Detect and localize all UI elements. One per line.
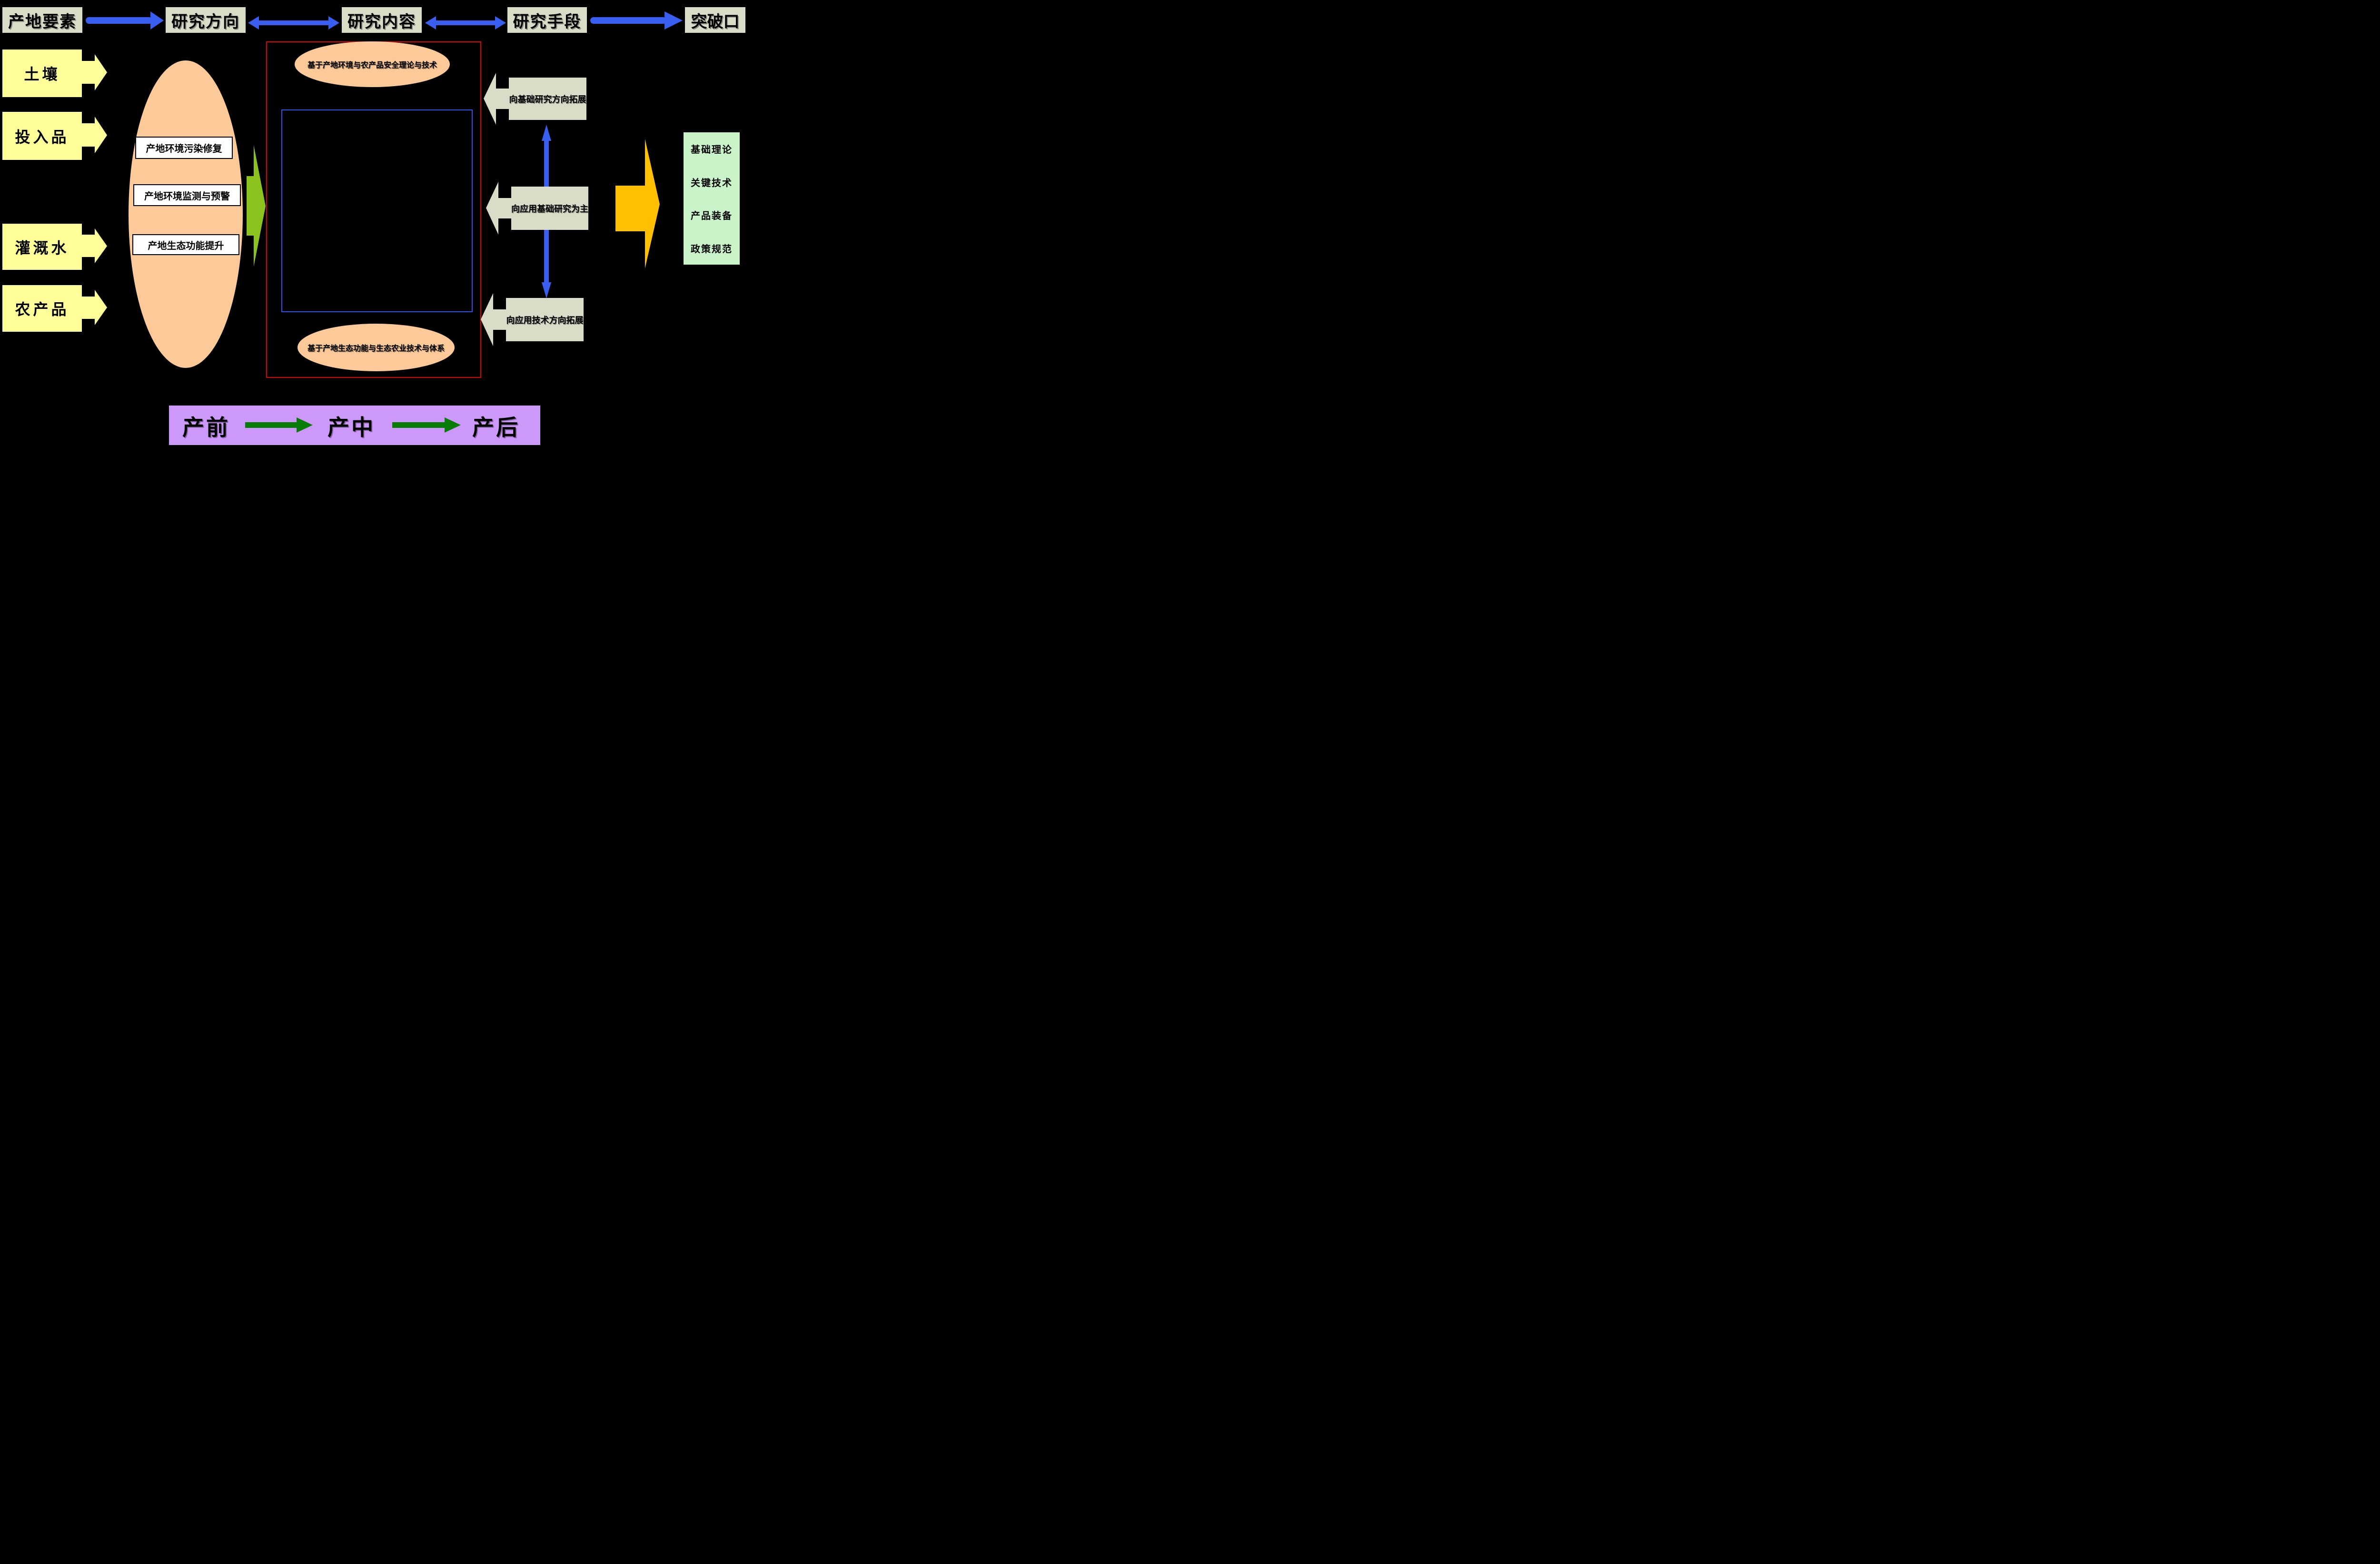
- factor-arrow-agri-products: [2, 285, 107, 332]
- breakthrough-item-policy-standards: 政策规范: [691, 244, 733, 255]
- factor-agri-products-label: 农产品: [15, 301, 69, 318]
- phase-pre-production: 产前: [182, 410, 230, 442]
- method-basic-research: 向基础研究方向拓展: [509, 78, 586, 120]
- theory-caption-top: 基于产地环境与农产品安全理论与技术: [298, 52, 447, 76]
- factor-inputs-label: 投入品: [15, 128, 69, 146]
- factor-arrow-irrigation-water: [2, 224, 107, 270]
- box-research-content: 研究内容: [341, 6, 423, 34]
- method-applied-basic: 向应用基础研究为主: [511, 187, 588, 230]
- phase-arrow-pre-to-mid: [245, 417, 313, 433]
- factor-irrigation-water: 灌溉水: [2, 224, 82, 270]
- breakthrough-list: 基础理论 关键技术 产品装备 政策规范: [684, 132, 740, 265]
- direction-item-pollution-remediation-label: 产地环境污染修复: [146, 144, 222, 154]
- method-arrow-basic-research: [484, 73, 586, 125]
- box-research-methods: 研究手段: [506, 6, 588, 34]
- breakthrough-item-key-tech: 关键技术: [691, 178, 733, 188]
- phase-post-production-label: 产后: [472, 416, 520, 440]
- factor-arrow-soil: [2, 49, 107, 97]
- box-research-direction: 研究方向: [165, 6, 247, 34]
- direction-item-monitoring-warning-label: 产地环境监测与预警: [144, 191, 230, 202]
- diagram-canvas: 产地要素 研究方向 研究内容 研究手段 突破口 土壤 投入品 灌溉水 农产品 产…: [0, 0, 746, 447]
- breakthrough-arrow: [615, 139, 660, 268]
- factor-arrow-inputs: [2, 112, 107, 160]
- connector-site-to-direction: [86, 11, 164, 30]
- breakthrough-item-basic-theory: 基础理论: [691, 145, 733, 156]
- phase-mid-production-label: 产中: [327, 416, 375, 440]
- breakthrough-item-product-equipment: 产品装备: [691, 211, 733, 222]
- theory-ellipse-top: [295, 41, 450, 87]
- method-applied-tech-label: 向应用技术方向拓展: [506, 315, 584, 325]
- method-arrow-applied-tech: [481, 293, 584, 346]
- direction-item-monitoring-warning: 产地环境监测与预警: [133, 184, 241, 206]
- method-applied-basic-label: 向应用基础研究为主: [511, 204, 588, 214]
- direction-item-eco-function: 产地生态功能提升: [132, 234, 239, 255]
- theory-caption-bottom: 基于产地生态功能与生态农业技术与体系: [300, 336, 452, 359]
- directions-to-content-arrow: [247, 145, 266, 267]
- connector-content-methods-double: [425, 16, 506, 30]
- box-site-factors: 产地要素: [1, 6, 83, 34]
- phase-mid-production: 产中: [327, 410, 375, 442]
- phase-banner-bg: [169, 406, 540, 445]
- direction-item-eco-function-label: 产地生态功能提升: [148, 240, 224, 251]
- phase-pre-production-label: 产前: [182, 416, 230, 440]
- theory-ellipse-bottom: [298, 324, 455, 371]
- box-breakthrough: 突破口: [684, 6, 746, 34]
- theory-caption-top-label: 基于产地环境与农产品安全理论与技术: [307, 61, 437, 69]
- connector-methods-to-breakthrough: [590, 11, 683, 30]
- connector-direction-content-double: [248, 16, 339, 30]
- theory-caption-bottom-label: 基于产地生态功能与生态农业技术与体系: [307, 345, 445, 353]
- method-basic-research-label: 向基础研究方向拓展: [509, 94, 586, 104]
- method-applied-tech: 向应用技术方向拓展: [506, 298, 584, 341]
- factor-inputs: 投入品: [2, 112, 82, 160]
- box-research-content-label: 研究内容: [347, 13, 416, 31]
- phase-arrow-mid-to-post: [392, 417, 461, 433]
- box-site-factors-label: 产地要素: [8, 13, 77, 31]
- factor-irrigation-water-label: 灌溉水: [15, 239, 69, 257]
- factor-soil-label: 土壤: [24, 66, 60, 83]
- box-breakthrough-label: 突破口: [691, 13, 740, 31]
- directions-ellipse: [129, 60, 243, 368]
- box-research-direction-label: 研究方向: [171, 13, 240, 31]
- box-research-methods-label: 研究手段: [513, 13, 582, 31]
- method-arrow-applied-basic: [486, 182, 588, 235]
- direction-item-pollution-remediation: 产地环境污染修复: [135, 137, 233, 159]
- factor-agri-products: 农产品: [2, 285, 82, 332]
- inner-content-frame: [281, 109, 473, 312]
- factor-soil: 土壤: [2, 49, 82, 97]
- phase-post-production: 产后: [472, 410, 520, 442]
